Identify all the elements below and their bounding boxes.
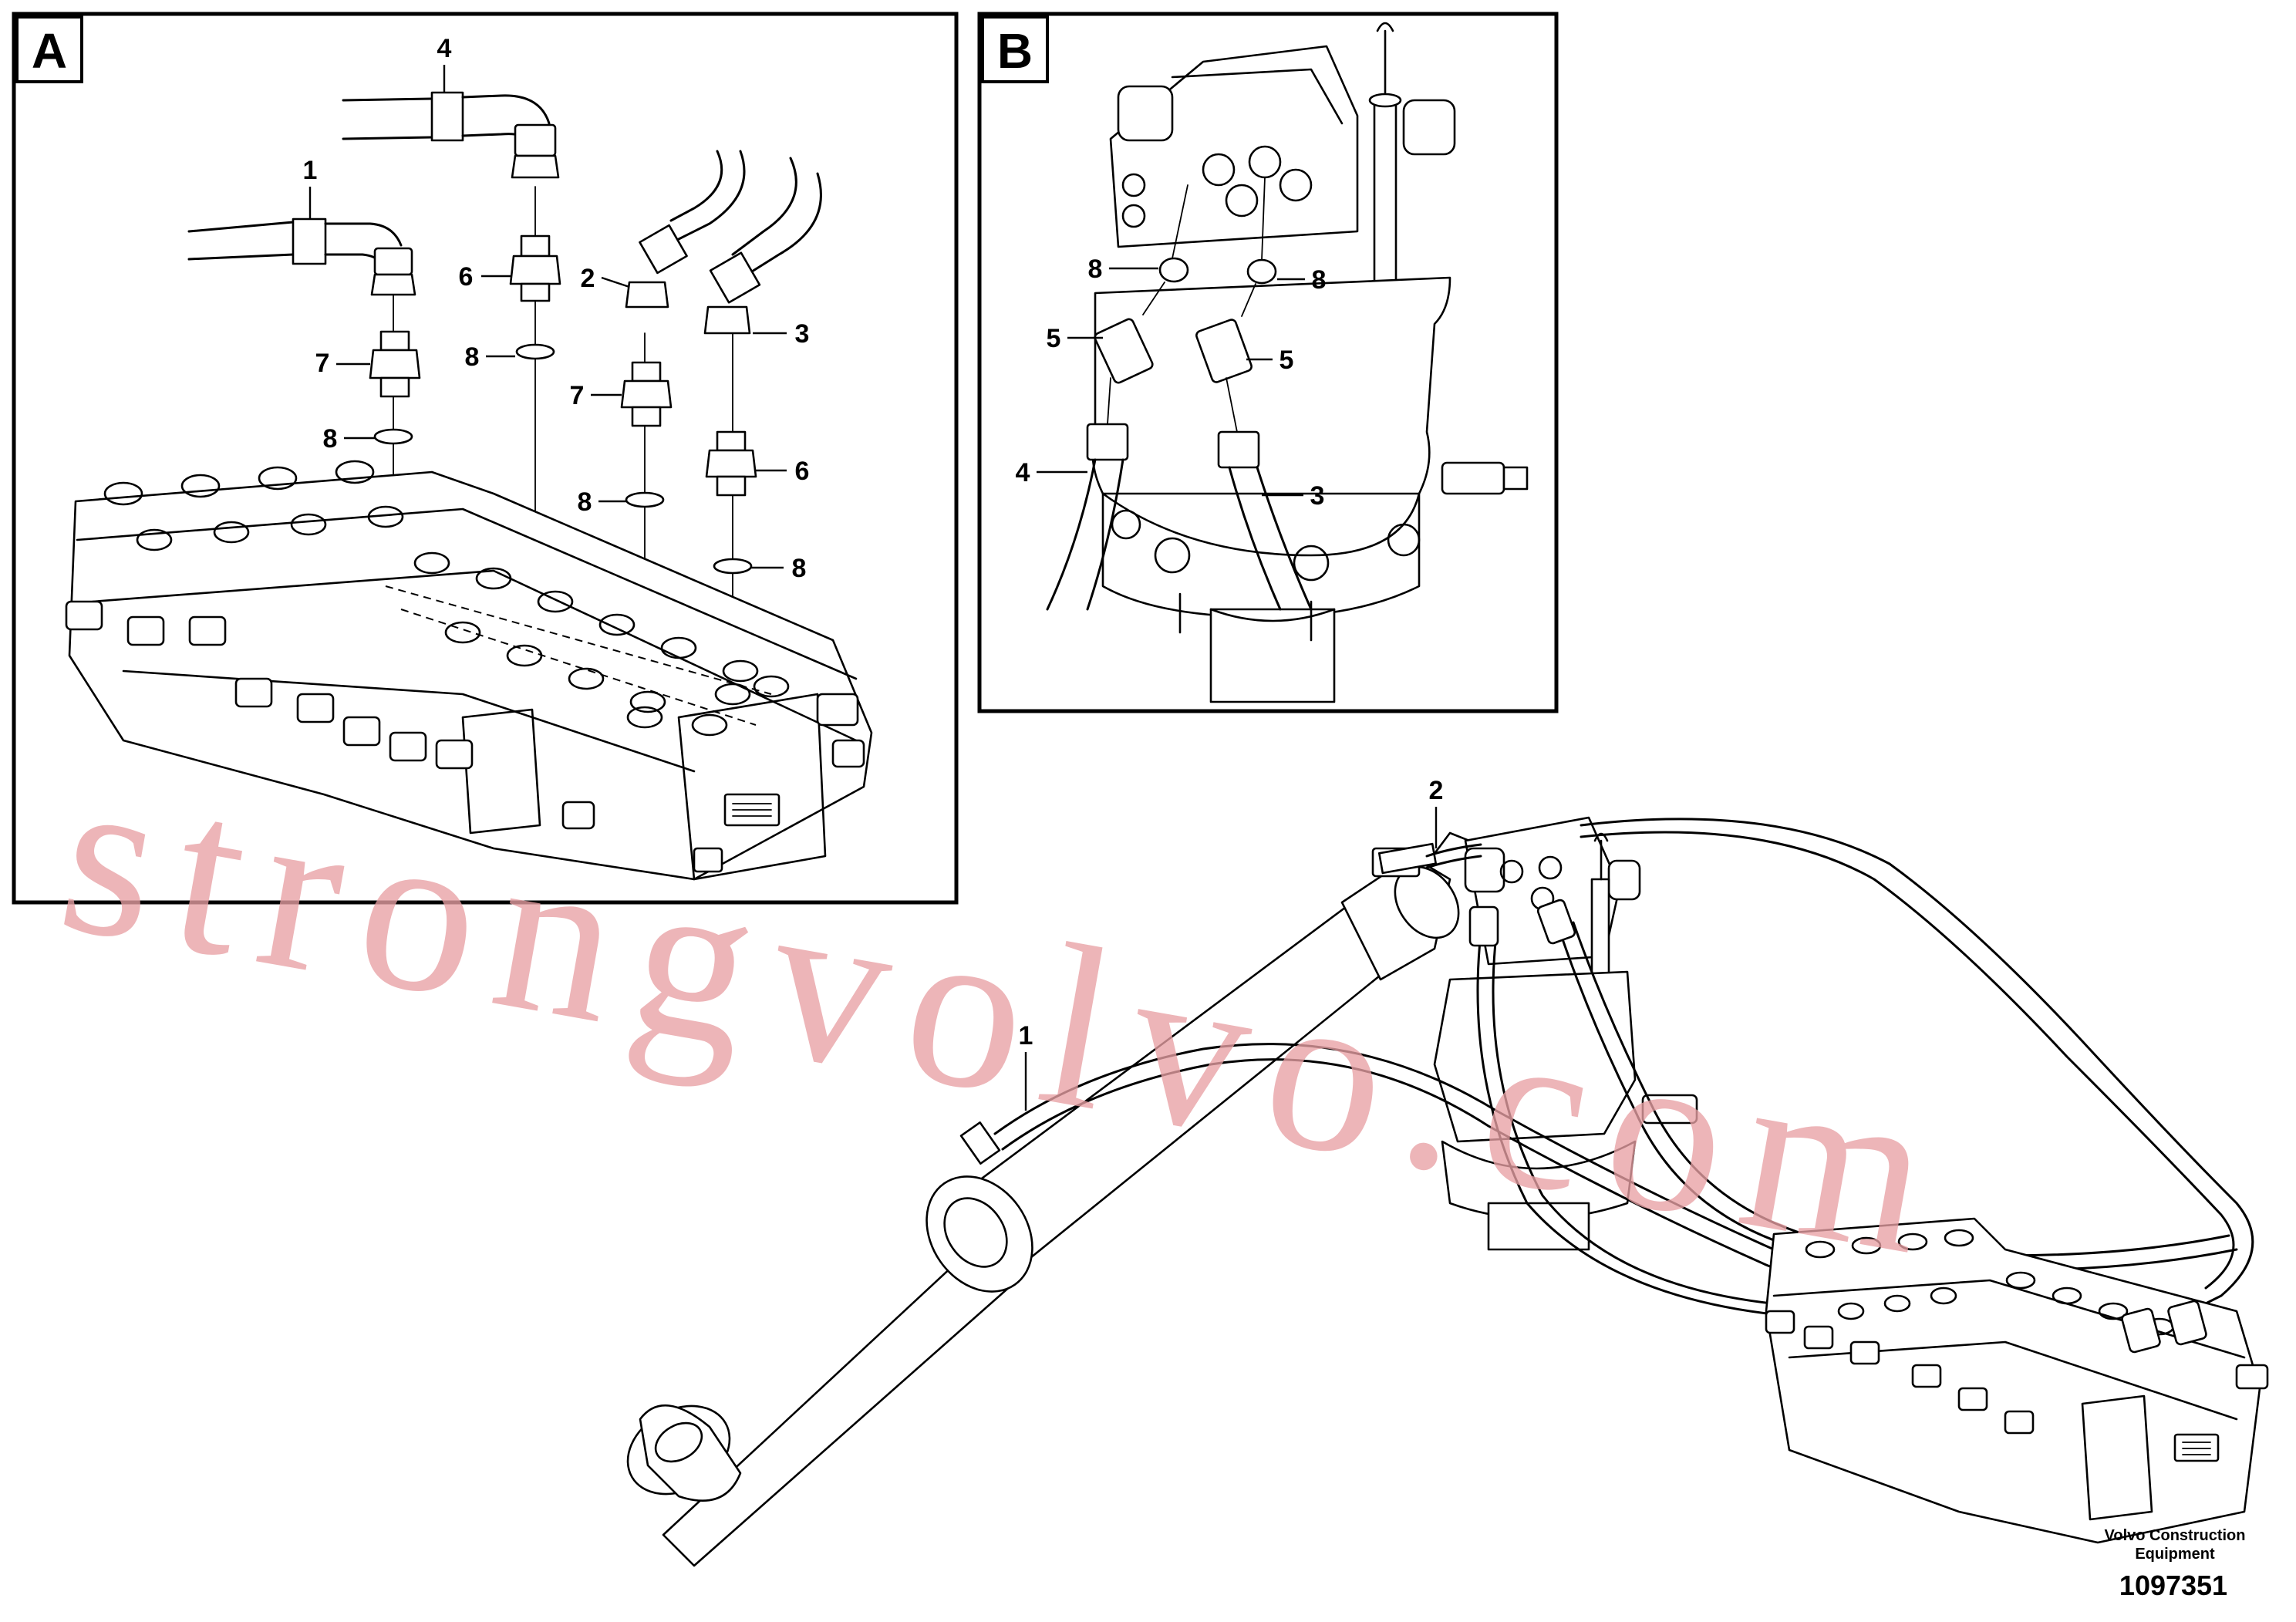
callout-b-5-left: 5: [1047, 324, 1061, 353]
callout-a-7-left: 7: [315, 349, 330, 378]
panel-b-callouts: 8 8 5 5 4 3: [1016, 255, 1327, 511]
callout-a-3: 3: [795, 319, 810, 349]
callout-a-8-upper: 8: [465, 342, 480, 372]
panel-a-letter: A: [32, 23, 67, 79]
panel-a-control-valve: [65, 460, 873, 881]
panel-b-label-box: [981, 15, 1049, 83]
callout-b-4: 4: [1016, 458, 1030, 487]
main-control-valve: [1765, 1217, 2269, 1544]
callout-a-8-left: 8: [323, 424, 338, 454]
main-callouts: 2 1: [1019, 776, 1444, 1111]
credit-line-1: Volvo Construction: [2105, 1527, 2246, 1544]
publisher-credit: Volvo Construction Equipment 1097351: [2105, 1527, 2246, 1601]
callout-main-1: 1: [1019, 1021, 1033, 1050]
illustration-number: 1097351: [2119, 1570, 2227, 1601]
panel-b-hoses: [1046, 177, 1313, 611]
callout-b-8-right: 8: [1312, 265, 1327, 295]
callout-a-6-right: 6: [795, 457, 810, 486]
callout-a-8-middle: 8: [578, 487, 592, 517]
panel-a: A: [12, 12, 959, 905]
main-assembly: 2 1: [626, 776, 2269, 1567]
callout-a-1: 1: [303, 156, 318, 185]
callout-a-8-right: 8: [792, 554, 807, 583]
hydraulic-cylinder: [626, 831, 1490, 1567]
credit-line-2: Equipment: [2135, 1546, 2215, 1563]
swivel-joint: [1091, 22, 1529, 703]
callout-a-7-right: 7: [570, 381, 585, 410]
callout-a-2: 2: [581, 264, 595, 293]
callout-b-3: 3: [1310, 481, 1325, 511]
panel-a-callouts: 4 1 6 8 2 3 7 8 7 8 6 8: [303, 34, 810, 583]
panel-b: B: [977, 12, 1559, 713]
callout-a-6-upper: 6: [459, 262, 474, 292]
panel-b-letter: B: [997, 23, 1033, 79]
callout-b-8-left: 8: [1088, 255, 1103, 284]
panel-a-label-box: [15, 15, 83, 83]
panel-a-hoses: [187, 91, 822, 335]
callout-main-2: 2: [1429, 776, 1444, 805]
callout-a-4: 4: [437, 34, 452, 63]
callout-b-5-right: 5: [1279, 346, 1294, 375]
